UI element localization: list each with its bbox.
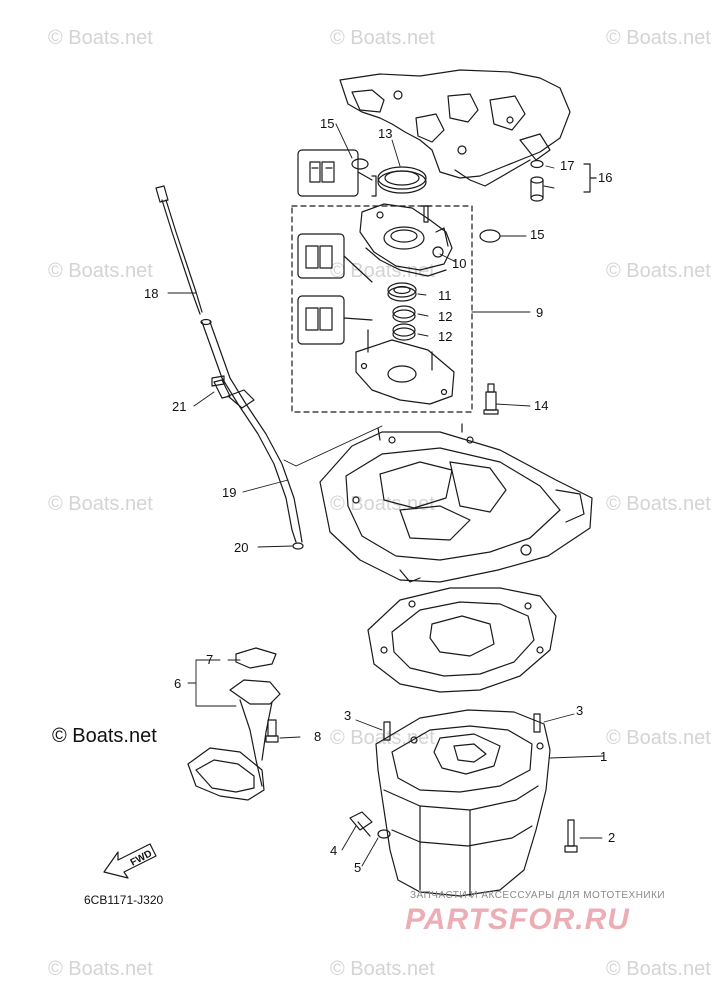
watermark: © Boats.net [606, 260, 711, 282]
engine-block [339, 69, 571, 187]
part-label-11[interactable]: 11 [438, 288, 452, 303]
part-label-16[interactable]: 16 [598, 170, 613, 185]
seal-callout-low [297, 295, 373, 345]
watermark: © Boats.net [606, 27, 711, 49]
part-label-18[interactable]: 18 [144, 286, 159, 301]
part-label-21[interactable]: 21 [172, 399, 187, 414]
bolt-3b [533, 713, 541, 733]
part-label-13[interactable]: 13 [378, 126, 393, 141]
oil-seal-12a [392, 305, 416, 323]
part-label-12[interactable]: 12 [438, 329, 453, 344]
part-label-3[interactable]: 3 [576, 703, 584, 718]
part-label-4[interactable]: 4 [330, 843, 338, 858]
fwd-arrow [103, 843, 157, 879]
oil-pan-1 [375, 709, 551, 897]
watermark: © Boats.net [330, 958, 435, 980]
bolt-21 [211, 375, 231, 399]
part-label-15[interactable]: 15 [530, 227, 545, 242]
bolt-8 [265, 719, 279, 743]
watermark: © Boats.net [48, 260, 153, 282]
gasket-10 [365, 247, 447, 277]
seal-ring-13 [377, 166, 427, 194]
dipstick-18 [155, 185, 203, 315]
bolt-2 [564, 819, 578, 853]
part-label-8[interactable]: 8 [314, 729, 322, 744]
o-ring-20 [292, 542, 304, 550]
part-label-6[interactable]: 6 [174, 676, 182, 691]
part-label-1[interactable]: 1 [600, 749, 608, 764]
dowel-pin-16 [530, 159, 544, 202]
part-label-3[interactable]: 3 [344, 708, 352, 723]
o-ring-15b [479, 229, 501, 243]
part-label-20[interactable]: 20 [234, 540, 249, 555]
drain-plug-4 [349, 811, 373, 837]
o-ring-15 [351, 158, 369, 170]
assembly-box-9 [291, 205, 473, 413]
watermark: © Boats.net [330, 27, 435, 49]
bracket-16 [583, 163, 597, 193]
watermark: © Boats.net [48, 493, 153, 515]
part-label-14[interactable]: 14 [534, 398, 549, 413]
part-label-2[interactable]: 2 [608, 830, 616, 845]
watermark: © Boats.net [330, 727, 435, 749]
seal-callout-mid [297, 233, 373, 283]
shop-caption: ЗАПЧАСТИ И АКСЕССУАРЫ ДЛЯ МОТОТЕХНИКИ [410, 890, 666, 901]
watermark: © Boats.net [606, 958, 711, 980]
part-label-7[interactable]: 7 [206, 652, 214, 667]
part-label-10[interactable]: 10 [452, 256, 467, 271]
oil-strainer-6 [187, 647, 281, 801]
shop-logo: PARTSFOR.RU [405, 903, 630, 936]
screw-small [420, 205, 432, 223]
watermark: © Boats.net [48, 27, 153, 49]
dipstick-guide-19 [200, 318, 303, 543]
watermark: © Boats.net [606, 727, 711, 749]
part-label-17[interactable]: 17 [560, 158, 575, 173]
exhaust-gasket [367, 587, 557, 693]
brand-text: © Boats.net [52, 725, 157, 747]
gasket-5 [377, 829, 391, 839]
watermark: © Boats.net [330, 260, 435, 282]
oil-pump-upper-housing [359, 203, 453, 271]
leader-lines [167, 123, 605, 867]
oil-pump-lower-housing [355, 329, 455, 405]
seal-callout-top [297, 149, 377, 197]
watermark: © Boats.net [48, 958, 153, 980]
oil-seal-11 [387, 282, 417, 302]
bolt-14 [483, 383, 499, 415]
exhaust-guide [319, 423, 593, 583]
part-label-19[interactable]: 19 [222, 485, 237, 500]
watermark: © Boats.net [606, 493, 711, 515]
part-label-12[interactable]: 12 [438, 309, 453, 324]
diagram-code: 6CB1171-J320 [84, 893, 164, 907]
oil-seal-12b [392, 323, 416, 341]
part-label-5[interactable]: 5 [354, 860, 362, 875]
part-label-15[interactable]: 15 [320, 116, 335, 131]
bolt-3a [383, 721, 391, 741]
part-label-9[interactable]: 9 [536, 305, 544, 320]
